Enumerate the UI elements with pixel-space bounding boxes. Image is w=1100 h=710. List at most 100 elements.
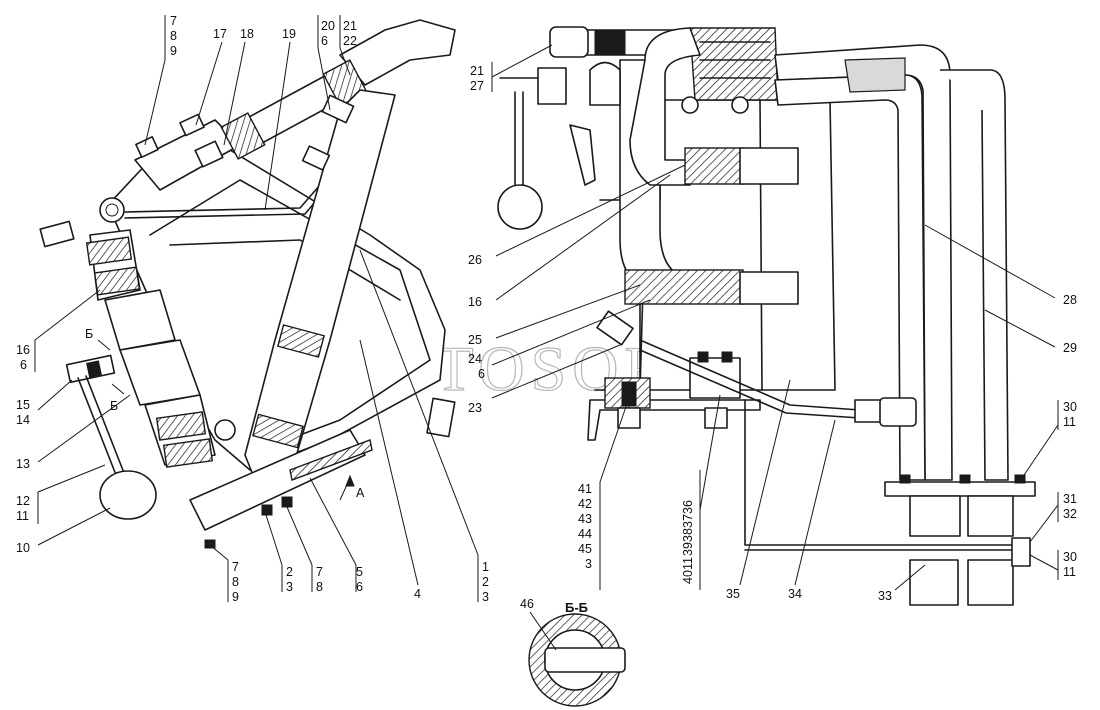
callout-3a: 3 bbox=[286, 580, 293, 594]
callout-7a: 7 bbox=[170, 14, 177, 28]
left-hose-clamp-1 bbox=[85, 236, 133, 266]
callout-46: 46 bbox=[520, 597, 534, 611]
callout-4: 4 bbox=[414, 587, 421, 601]
leader-19 bbox=[264, 41, 291, 211]
callout-36: 36 bbox=[681, 500, 695, 514]
housing-edge bbox=[149, 179, 431, 451]
callout-11b: 11 bbox=[1063, 415, 1076, 429]
callout-6c: 6 bbox=[356, 580, 363, 594]
callout-19: 19 bbox=[282, 27, 296, 41]
callout-41: 41 bbox=[578, 482, 592, 496]
leader-4 bbox=[359, 339, 419, 586]
callout-16b: 16 bbox=[468, 295, 482, 309]
left-view: A Б Б bbox=[39, 19, 456, 549]
leader-30-11-top bbox=[1021, 424, 1059, 479]
callout-7c: 7 bbox=[316, 565, 323, 579]
top-clamp bbox=[194, 140, 224, 168]
leader-30-11-bottom bbox=[1029, 554, 1059, 571]
inner-u-upper bbox=[629, 27, 701, 186]
callout-24: 24 bbox=[468, 352, 482, 366]
callout-11c: 11 bbox=[1063, 565, 1076, 579]
leader-31-32 bbox=[1029, 504, 1059, 543]
callout-5: 5 bbox=[356, 565, 363, 579]
outlet-pipe-right bbox=[967, 559, 1014, 606]
callout-labels: 7 8 9 17 18 19 20 6 21 22 16 6 15 14 13 … bbox=[16, 14, 1077, 611]
flange-neck-right bbox=[967, 495, 1014, 537]
tube-top-fitting bbox=[321, 94, 355, 124]
callout-44: 44 bbox=[578, 527, 592, 541]
callout-15: 15 bbox=[16, 398, 30, 412]
leader-16-6 bbox=[34, 289, 101, 341]
top-pipe-coupling bbox=[594, 29, 626, 55]
callout-28: 28 bbox=[1063, 293, 1077, 307]
valve-block bbox=[689, 357, 741, 399]
u-pipe-rear bbox=[940, 69, 1009, 481]
pivot-hole bbox=[105, 203, 119, 217]
view-arrow-head bbox=[345, 474, 355, 487]
drain-tap-core bbox=[86, 360, 102, 378]
leader-26 bbox=[495, 164, 686, 257]
callout-37: 37 bbox=[681, 514, 695, 528]
leader-1-2-3 bbox=[359, 249, 479, 556]
section-bb: Б-Б bbox=[528, 600, 626, 707]
callout-27: 27 bbox=[470, 79, 484, 93]
callout-34: 34 bbox=[788, 587, 802, 601]
bottom-gasket bbox=[289, 439, 373, 481]
flange-bolt-2 bbox=[959, 474, 971, 484]
leader-16b bbox=[495, 174, 671, 301]
leader-789-top bbox=[144, 59, 166, 146]
callout-1: 1 bbox=[482, 560, 489, 574]
leader-46 bbox=[529, 611, 557, 651]
section-mark-top: Б bbox=[85, 327, 93, 341]
pipe-34-a bbox=[639, 339, 861, 411]
flange-bolt-3 bbox=[1014, 474, 1026, 484]
outlet-pipe-left bbox=[909, 559, 959, 606]
top-pipe-nut bbox=[549, 26, 589, 58]
callout-33: 33 bbox=[878, 589, 892, 603]
callout-29: 29 bbox=[1063, 341, 1077, 355]
callout-10: 10 bbox=[16, 541, 30, 555]
callout-6b: 6 bbox=[20, 358, 27, 372]
tube-coupling-lower bbox=[252, 413, 304, 449]
leader-35 bbox=[739, 379, 791, 586]
callout-8c: 8 bbox=[316, 580, 323, 594]
clamp-ear-upper bbox=[739, 147, 799, 185]
tube-side-fitting bbox=[301, 145, 331, 171]
leader-13 bbox=[37, 394, 131, 463]
left-hose-clamp-3 bbox=[155, 411, 207, 441]
left-tap bbox=[39, 220, 75, 248]
callout-31: 31 bbox=[1063, 492, 1077, 506]
callout-21b: 21 bbox=[470, 64, 484, 78]
callout-2a: 2 bbox=[286, 565, 293, 579]
callout-3b: 3 bbox=[482, 590, 489, 604]
pipe-34-b bbox=[639, 349, 861, 419]
pipe-34-fitting bbox=[879, 397, 917, 427]
callout-32: 32 bbox=[1063, 507, 1077, 521]
hook-bracket bbox=[569, 124, 596, 186]
callout-18: 18 bbox=[240, 27, 254, 41]
pipe-flange bbox=[884, 481, 1036, 497]
callout-40: 40 bbox=[681, 570, 695, 584]
frame-rail bbox=[744, 399, 1021, 546]
callout-30b: 30 bbox=[1063, 550, 1077, 564]
callout-39: 39 bbox=[681, 542, 695, 556]
leader-28 bbox=[924, 224, 1056, 299]
housing-inner-line bbox=[169, 239, 401, 301]
top-bolt-2 bbox=[135, 136, 159, 158]
leader-21-22 bbox=[339, 47, 351, 76]
right-view bbox=[497, 26, 1036, 606]
callout-45: 45 bbox=[578, 542, 592, 556]
tube-coupling-upper bbox=[277, 324, 325, 358]
leader-15-14 bbox=[37, 379, 73, 411]
valve-nut-1 bbox=[697, 351, 709, 363]
u-pipe-sleeve bbox=[844, 57, 906, 93]
inlet-hose-clamp bbox=[220, 112, 266, 160]
lower-boss bbox=[214, 419, 236, 441]
flange-neck-left bbox=[909, 495, 961, 537]
bottom-bolt-3 bbox=[204, 539, 216, 549]
callout-9b: 9 bbox=[232, 590, 239, 604]
leader-20-6 bbox=[317, 47, 331, 111]
callout-13: 13 bbox=[16, 457, 30, 471]
